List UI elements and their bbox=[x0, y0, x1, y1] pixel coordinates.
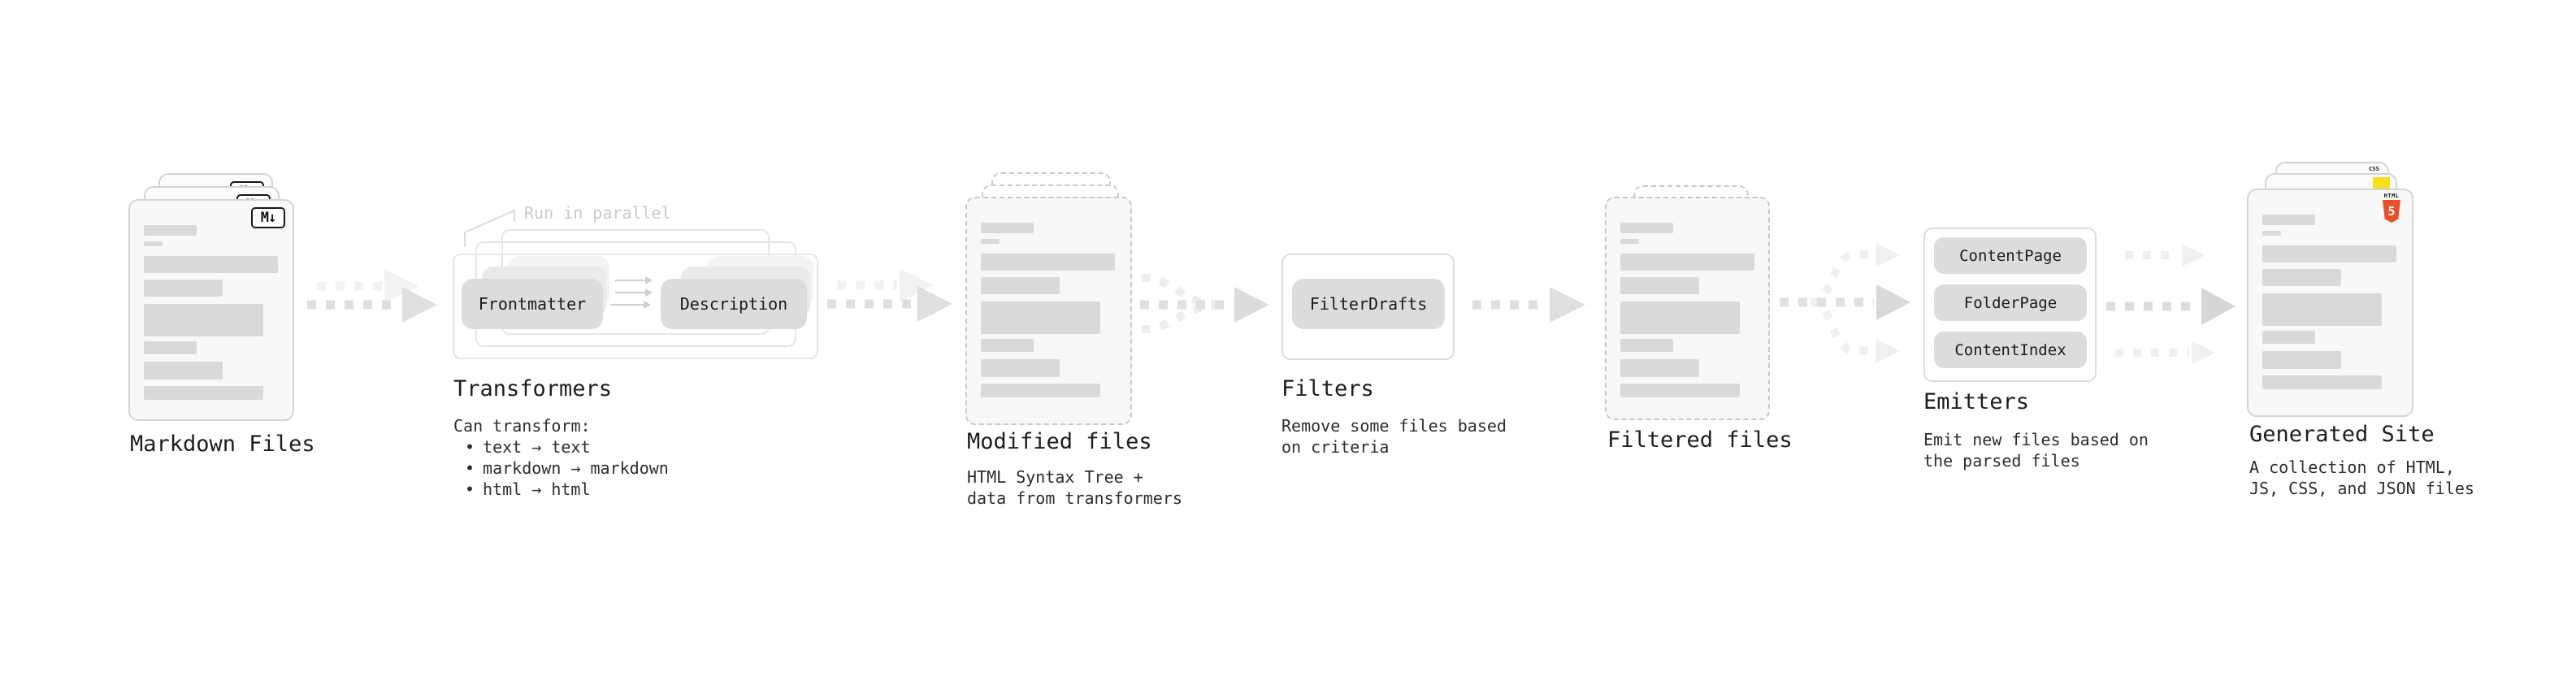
html-file-card: HTML 5 bbox=[2247, 189, 2413, 417]
placeholder-bar bbox=[2262, 351, 2341, 369]
placeholder-bar bbox=[1620, 384, 1740, 397]
flow-arrow-filters-to-filtered bbox=[1472, 287, 1585, 323]
placeholder-bar bbox=[1620, 339, 1673, 352]
modified-files-stack bbox=[965, 172, 1132, 425]
placeholder-bar bbox=[144, 241, 163, 246]
description-pill: Description bbox=[661, 279, 807, 329]
note-callout-line bbox=[464, 209, 515, 247]
transformers-bullet: •html → html bbox=[465, 479, 591, 499]
placeholder-bar bbox=[144, 280, 223, 297]
generated-site-stack: CSS HTML 5 bbox=[2247, 162, 2413, 417]
transformers-bullet: •markdown → markdown bbox=[465, 458, 669, 478]
transformers-bullet: •text → text bbox=[465, 437, 591, 457]
placeholder-bar bbox=[981, 223, 1034, 233]
emitter-pill-folderpage: FolderPage bbox=[1934, 284, 2087, 321]
flow-arrow-markdown-to-transformers-ghost bbox=[317, 269, 418, 303]
flow-arrow-transformers-to-modified bbox=[827, 286, 952, 322]
placeholder-bar bbox=[144, 341, 197, 354]
emitters-description: Emit new files based on the parsed files bbox=[1923, 430, 2149, 471]
run-in-parallel-note: Run in parallel bbox=[524, 203, 671, 223]
emitter-pill-contentindex: ContentIndex bbox=[1934, 332, 2087, 368]
transformers-label: Transformers bbox=[453, 376, 613, 401]
placeholder-bar bbox=[144, 362, 223, 380]
emitters-label: Emitters bbox=[1923, 389, 2030, 414]
emitter-pill-contentpage: ContentPage bbox=[1934, 237, 2087, 274]
transformers-description: Can transform: •text → text •markdown → … bbox=[453, 415, 669, 500]
modified-files-description: HTML Syntax Tree + data from transformer… bbox=[967, 467, 1182, 508]
placeholder-bar bbox=[2262, 331, 2315, 344]
placeholder-bar bbox=[144, 256, 278, 273]
placeholder-bar bbox=[1620, 239, 1639, 244]
placeholder-bar bbox=[2262, 231, 2281, 236]
placeholder-bar bbox=[144, 386, 263, 400]
parallel-arrows-icon bbox=[610, 276, 653, 309]
generated-site-description: A collection of HTML, JS, CSS, and JSON … bbox=[2249, 458, 2474, 498]
placeholder-bar bbox=[144, 304, 263, 336]
html5-icon: HTML 5 bbox=[2381, 193, 2402, 223]
placeholder-bar bbox=[981, 339, 1034, 352]
markdown-files-label: Markdown Files bbox=[130, 432, 315, 457]
filtered-files-label: Filtered files bbox=[1607, 427, 1793, 453]
placeholder-bar bbox=[1620, 359, 1699, 377]
placeholder-bar bbox=[981, 301, 1100, 334]
filtered-file-card bbox=[1605, 197, 1770, 420]
flow-arrow-markdown-to-transformers bbox=[307, 287, 437, 323]
filtered-files-stack bbox=[1605, 185, 1770, 421]
placeholder-bar bbox=[1620, 277, 1699, 294]
placeholder-bar bbox=[2262, 245, 2396, 262]
flow-arrow-transformers-to-modified-ghost bbox=[837, 268, 934, 302]
placeholder-bar bbox=[1620, 301, 1740, 334]
markdown-icon: M↓ bbox=[251, 207, 285, 228]
modified-files-label: Modified files bbox=[967, 429, 1152, 454]
placeholder-bar bbox=[1620, 254, 1754, 271]
placeholder-bar bbox=[981, 239, 1000, 244]
filters-label: Filters bbox=[1281, 376, 1374, 401]
transformers-desc-heading: Can transform: bbox=[453, 416, 591, 436]
generated-site-label: Generated Site bbox=[2249, 422, 2435, 447]
placeholder-bar bbox=[981, 277, 1060, 294]
placeholder-bar bbox=[981, 254, 1115, 271]
flow-arrow-filtered-to-emitters bbox=[1780, 243, 1910, 363]
placeholder-bar bbox=[1620, 223, 1673, 233]
placeholder-bar bbox=[2262, 269, 2341, 286]
placeholder-bar bbox=[981, 359, 1060, 377]
modified-file-card bbox=[965, 197, 1132, 425]
frontmatter-pill: Frontmatter bbox=[462, 279, 603, 329]
placeholder-bar bbox=[2262, 375, 2382, 389]
flow-arrow-modified-to-filters bbox=[1140, 274, 1269, 333]
filters-description: Remove some files based on criteria bbox=[1281, 416, 1507, 457]
markdown-files-stack: M↓ M↓ M↓ bbox=[128, 173, 294, 422]
filterdrafts-pill: FilterDrafts bbox=[1292, 279, 1445, 329]
placeholder-bar bbox=[144, 225, 197, 236]
placeholder-bar bbox=[981, 384, 1100, 397]
flow-arrow-emitters-to-generated bbox=[2106, 244, 2236, 364]
markdown-file-card: M↓ bbox=[128, 199, 294, 421]
placeholder-bar bbox=[2262, 215, 2315, 225]
placeholder-bar bbox=[2262, 293, 2382, 326]
transformer-box bbox=[453, 254, 818, 359]
